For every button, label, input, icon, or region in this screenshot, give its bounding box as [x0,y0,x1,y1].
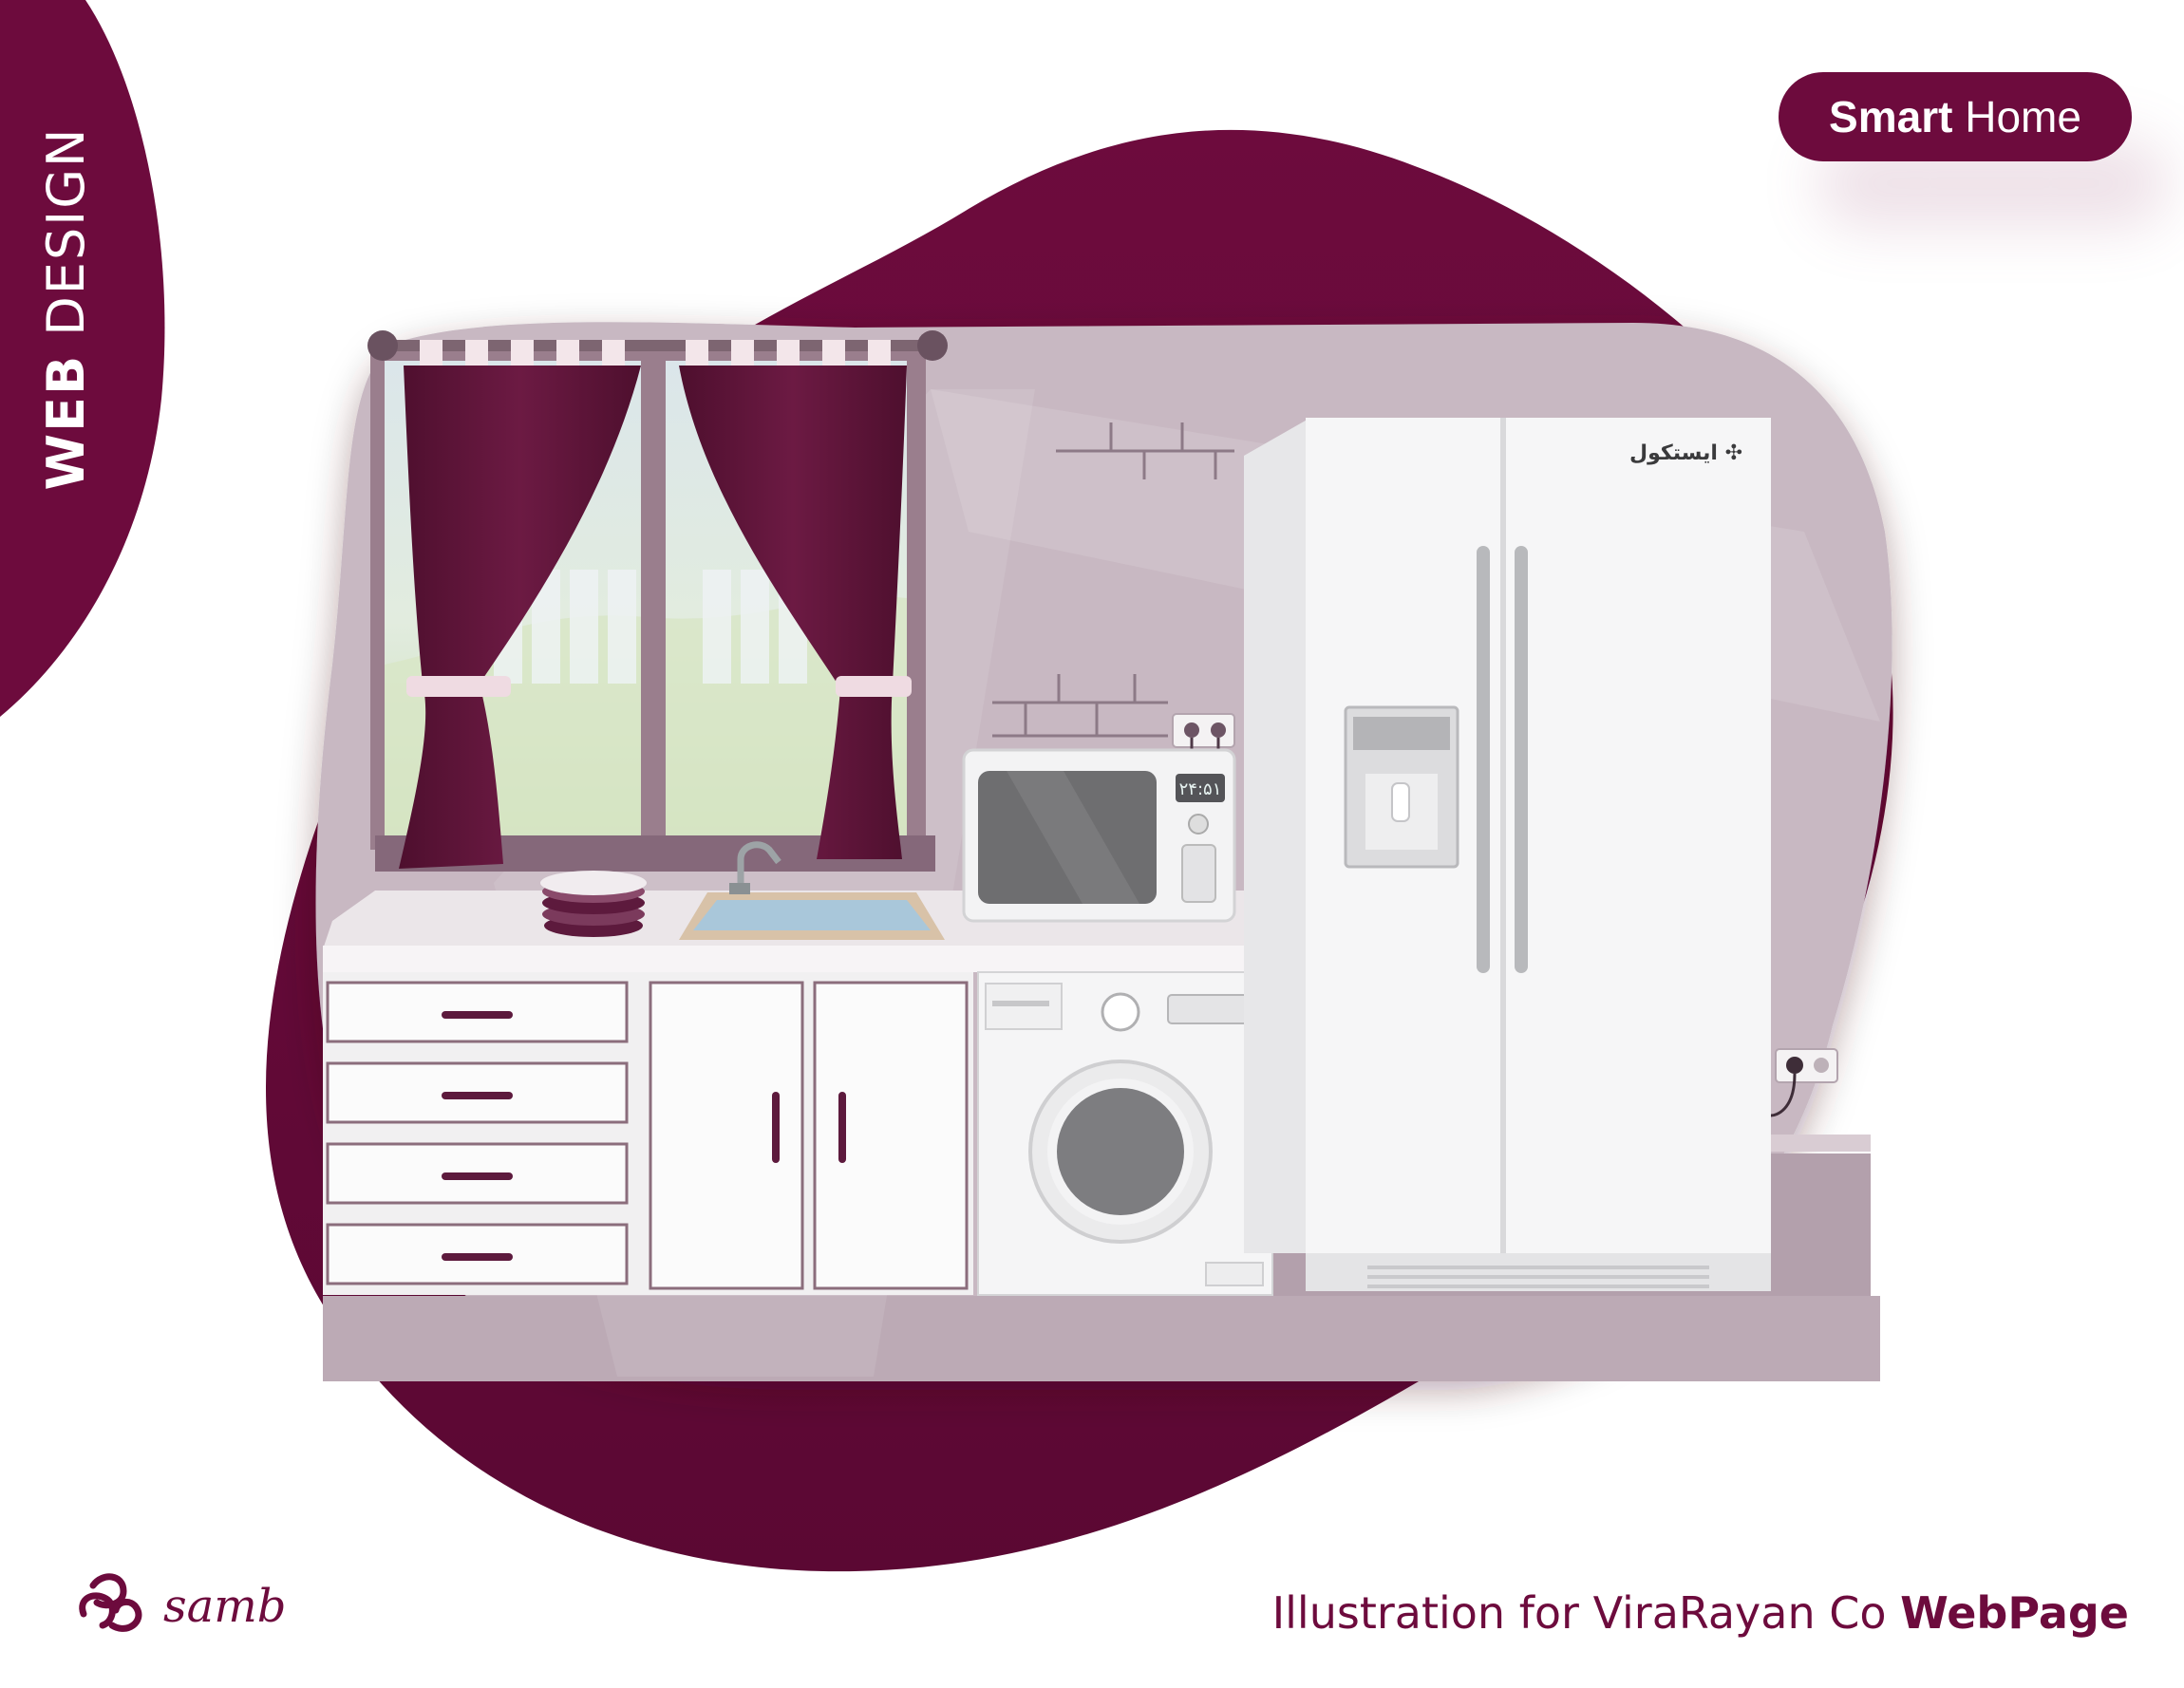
caption-bold: WebPage [1900,1587,2129,1639]
bricks-upper [1056,422,1234,479]
side-tab-shape [0,0,165,717]
curtain-left [399,366,641,869]
fridge-brand: ایستکول ✣ [1629,441,1742,465]
curtain-left-tie [406,676,511,697]
sink [679,841,945,940]
pill-bold: Smart [1829,92,1953,141]
curtain-rod [367,330,948,368]
microwave-display: ۲۴:۵۱ [1179,779,1222,799]
microwave: ۲۴:۵۱ [962,748,1236,923]
curtain-right [679,366,907,859]
light-beam-right [931,389,1880,722]
baseboard [1761,1135,1871,1152]
caption-prefix: Illustration for ViraRayan Co [1271,1587,1901,1639]
footer-caption: Illustration for ViraRayan Co WebPage [1272,1587,2129,1639]
washing-machine [977,971,1273,1296]
wall-socket-top [1172,713,1235,764]
curtain-right-tie [836,676,912,697]
room-panel [315,322,1892,1378]
countertop [323,891,1287,972]
side-tab-light: DESIGN [36,126,96,336]
refrigerator: ایستکول ✣ [1244,418,1771,1291]
background-blob [266,129,1893,1572]
light-beam-left [494,389,1035,1377]
pill-light: Home [1965,92,2081,141]
smart-home-pill[interactable]: Smart Home [1779,72,2132,161]
floor-lower [1272,1153,1871,1296]
bricks-lower [992,674,1168,738]
window [370,347,935,872]
lower-cabinets [323,972,973,1295]
wall-socket-right [1770,1048,1838,1117]
logo-wordmark: samb [163,1580,287,1633]
samb-logo: samb [79,1573,287,1633]
side-tab-bold: WEB [36,353,96,491]
side-tab-label: WEB DESIGN [33,81,100,536]
floor [323,1296,1880,1381]
plates-stack [540,871,647,937]
